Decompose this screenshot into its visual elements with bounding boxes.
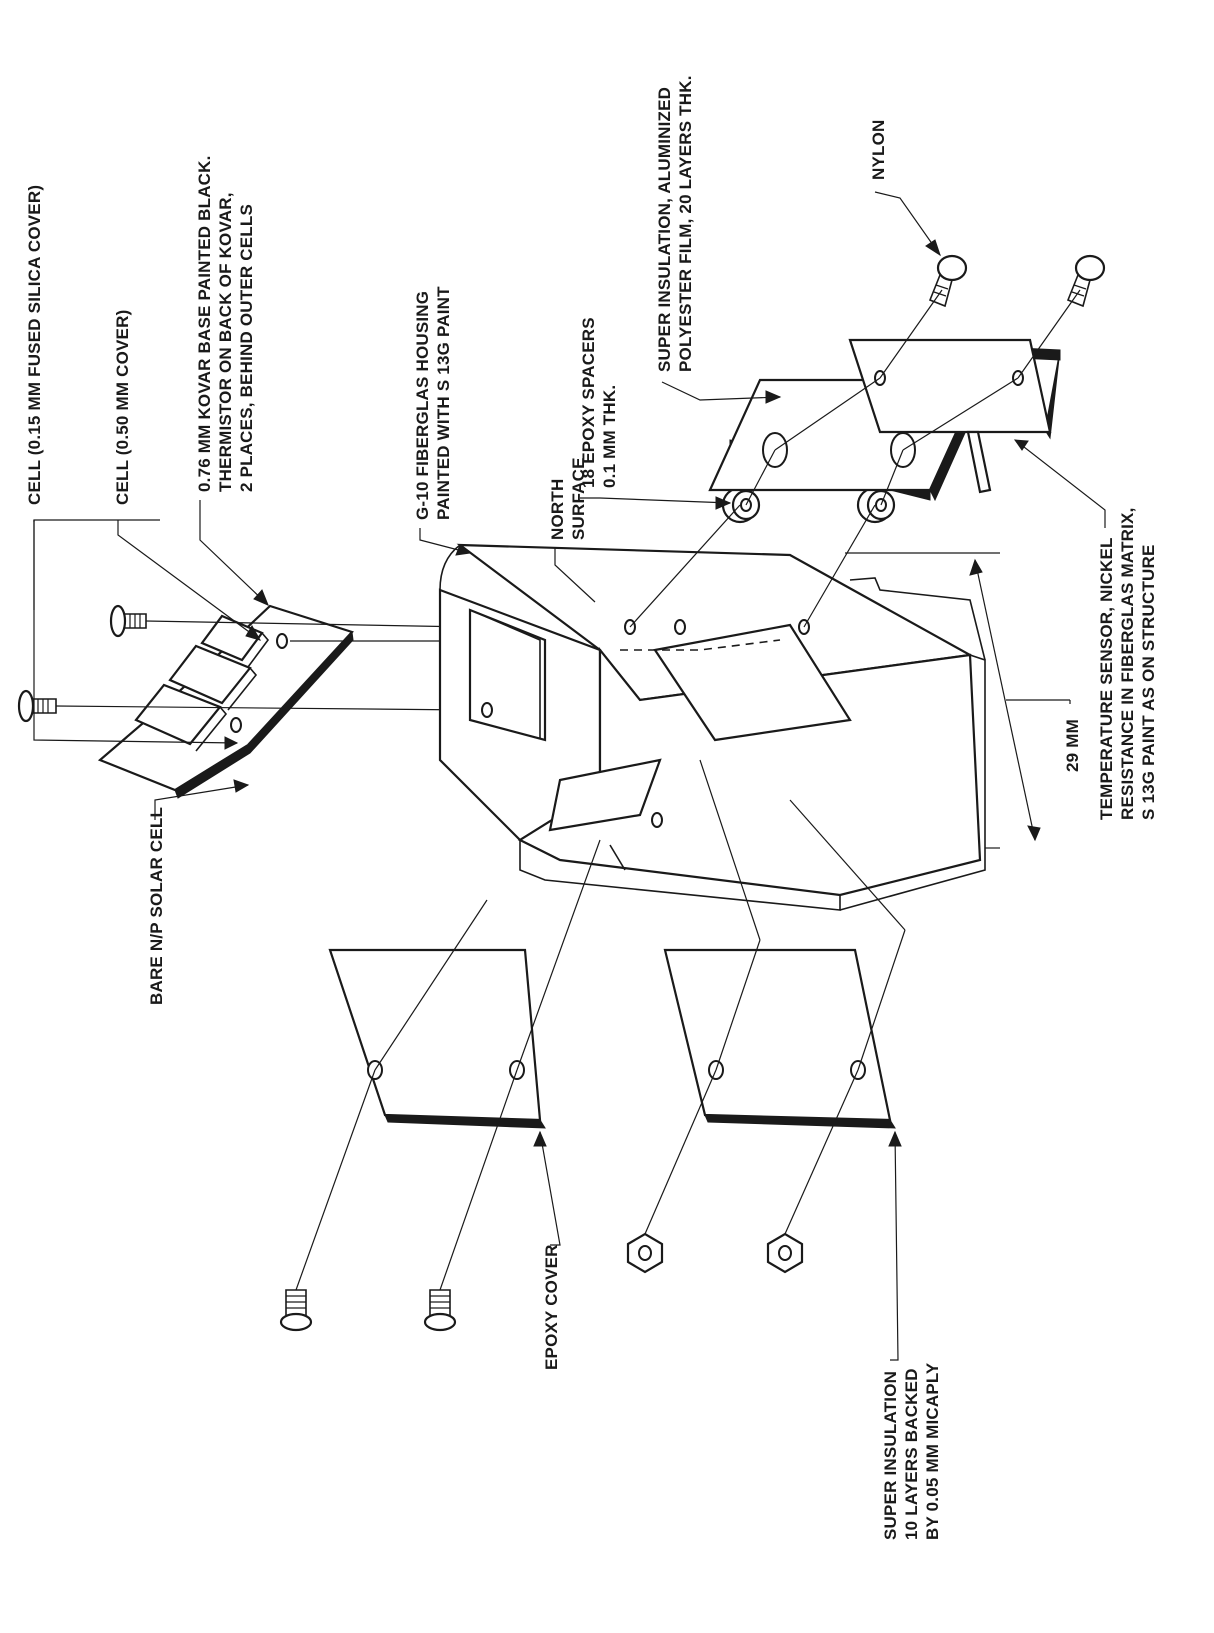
label-kovar-line3: 2 PLACES, BEHIND OUTER CELLS [237, 204, 256, 492]
label-spacers-line2: 0.1 MM THK. [600, 385, 619, 488]
label-superins20-line2: POLYESTER FILM, 20 LAYERS THK. [676, 75, 695, 372]
screw-top-left [17, 689, 57, 723]
label-temp-line3: S 13G PAINT AS ON STRUCTURE [1139, 544, 1158, 820]
nylon-screw-right [928, 254, 968, 308]
nylon-back-plate [848, 338, 1061, 494]
hex-nut-right [766, 1232, 804, 1274]
screw-bottom-left [279, 1289, 313, 1332]
label-dimension-29mm: 29 MM [1063, 719, 1082, 772]
solar-cell-top [200, 614, 264, 662]
label-north-line2: SURFACE [569, 457, 588, 540]
label-north-line1: NORTH [548, 479, 567, 540]
temperature-sensor-tab [966, 430, 992, 494]
kovar-hole-top [276, 633, 288, 649]
label-kovar-line1: 0.76 MM KOVAR BASE PAINTED BLACK. [195, 155, 214, 492]
label-bare-cell: BARE N/P SOLAR CELL [147, 807, 166, 1005]
label-cell-015: CELL (0.15 MM FUSED SILICA COVER) [25, 185, 44, 505]
leader-lines [33, 191, 1106, 1361]
label-g10-line1: G-10 FIBERGLAS HOUSING [413, 291, 432, 520]
label-superins20-line1: SUPER INSULATION, ALUMINIZED [655, 87, 674, 372]
label-g10-line2: PAINTED WITH S 13G PAINT [434, 286, 453, 520]
hex-nut-left [626, 1232, 664, 1274]
dimension-29mm [845, 552, 1071, 849]
nylon-screw-left [1066, 254, 1106, 308]
label-cell-050: CELL (0.50 MM COVER) [113, 310, 132, 505]
fiberglas-housing [438, 543, 986, 911]
super-insulation-10-layers-plate [663, 948, 896, 1129]
epoxy-spacer-top [721, 486, 761, 524]
screw-top-right [109, 604, 147, 638]
label-epoxy-cover: EPOXY COVER [542, 1244, 561, 1370]
housing-window-lower [548, 758, 662, 832]
label-nylon: NYLON [869, 120, 888, 181]
label-superins10-line1: SUPER INSULATION [881, 1371, 900, 1540]
epoxy-spacer-bottom [856, 486, 896, 524]
solar-cell-bottom [134, 683, 222, 746]
screw-bottom-right [423, 1289, 457, 1332]
kovar-hole-bottom [230, 717, 242, 733]
housing-window-right [653, 623, 852, 742]
label-superins10-line3: BY 0.05 MM MICAPLY [923, 1362, 942, 1540]
label-temp-line2: RESISTANCE IN FIBERGLAS MATRIX, [1118, 507, 1137, 820]
epoxy-cover-plate [328, 948, 546, 1129]
solar-cell-middle [168, 644, 252, 705]
label-kovar-line2: THERMISTOR ON BACK OF KOVAR, [216, 192, 235, 492]
label-spacers-line1: 18 EPOXY SPACERS [579, 317, 598, 488]
kovar-base-plate [97, 604, 354, 799]
label-temp-line1: TEMPERATURE SENSOR, NICKEL [1097, 537, 1116, 820]
label-superins10-line2: 10 LAYERS BACKED [902, 1368, 921, 1540]
